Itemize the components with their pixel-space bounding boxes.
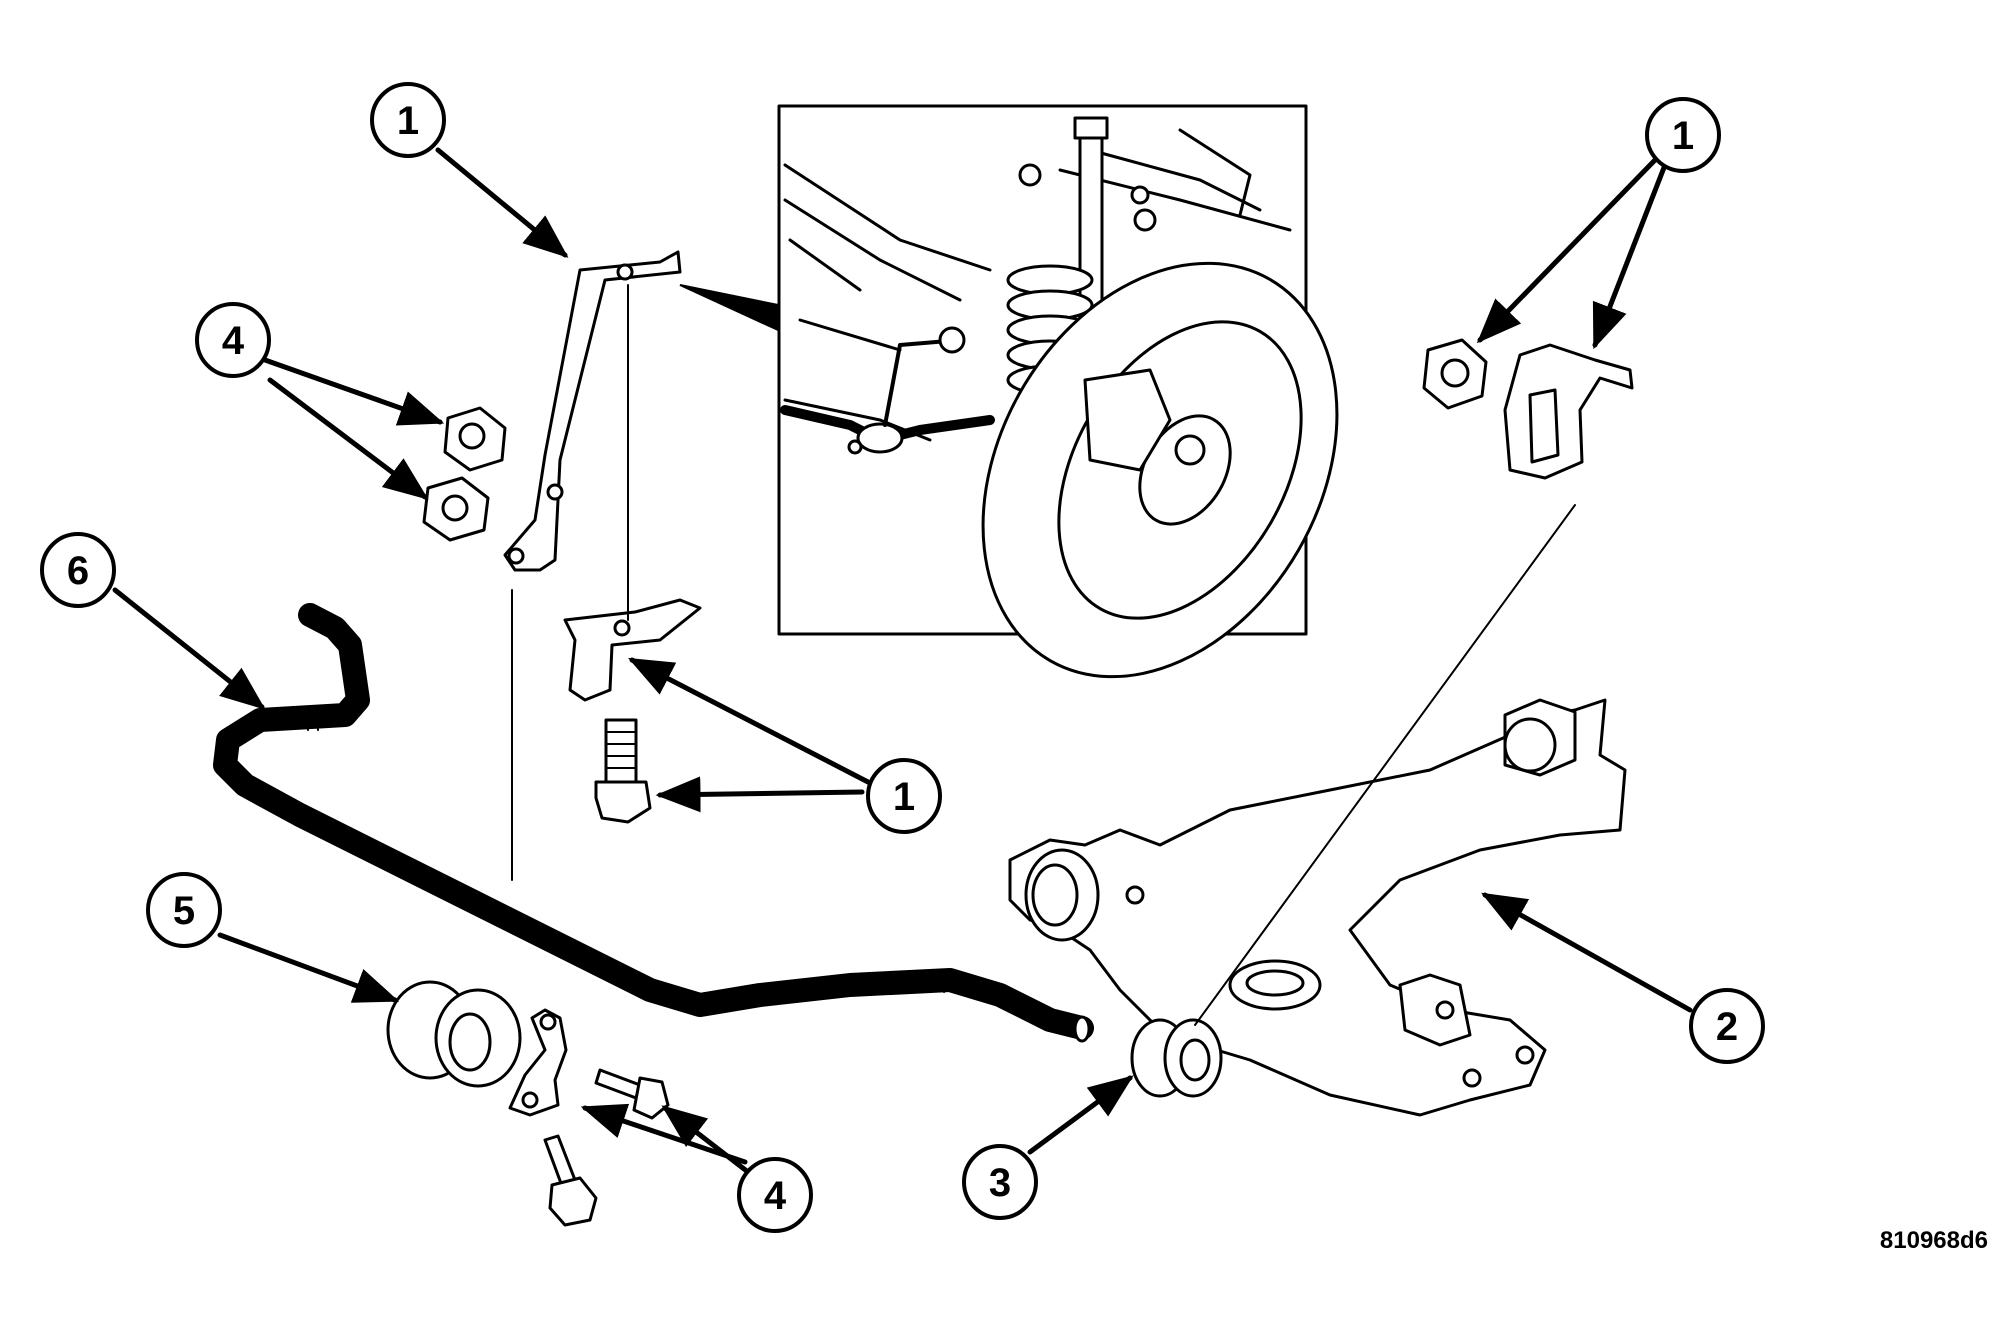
callout-label: 2	[1716, 1005, 1738, 1049]
bushing-right	[1503, 343, 1634, 480]
lower-control-arm	[1008, 698, 1627, 1117]
callout-1-right: 1	[1645, 97, 1721, 173]
bushing-retainer	[508, 1008, 568, 1117]
retainer-bolt-upper	[594, 1068, 670, 1120]
stabilizer-bushing	[386, 980, 522, 1088]
control-arm-bushing	[1130, 1018, 1223, 1098]
retainer-bolt-lower	[543, 1134, 598, 1227]
callout-1-top: 1	[370, 82, 446, 158]
callout-label: 4	[764, 1174, 787, 1218]
callout-4-upper: 4	[195, 302, 271, 378]
stabilizer-bracket-upper	[503, 250, 682, 572]
callout-3: 3	[962, 1144, 1038, 1220]
callout-label: 1	[893, 775, 915, 819]
callout-label: 3	[989, 1161, 1011, 1205]
callout-4-lower: 4	[737, 1157, 813, 1233]
callout-5: 5	[146, 872, 222, 948]
inset-pointer	[679, 284, 779, 332]
callout-label: 6	[67, 549, 89, 593]
stabilizer-bar	[213, 603, 1094, 1043]
stabilizer-bracket-lower	[563, 598, 702, 702]
nut-upper-b	[422, 476, 490, 542]
nut-right	[1422, 338, 1488, 410]
callout-label: 1	[397, 99, 419, 143]
callout-label: 5	[173, 889, 195, 933]
callout-1-middle: 1	[866, 758, 942, 834]
bracket-bolt	[594, 718, 652, 824]
callout-label: 1	[1672, 114, 1694, 158]
leader-arrows	[112, 147, 1693, 1175]
callout-label: 4	[222, 319, 245, 363]
figure-id: 810968d6	[1880, 1227, 1988, 1254]
callout-6: 6	[40, 532, 116, 608]
reference-lines	[511, 284, 1576, 1026]
callout-2: 2	[1689, 988, 1765, 1064]
nut-upper-a	[443, 406, 507, 472]
tire	[981, 261, 1339, 679]
inset-detail-view	[777, 104, 1339, 679]
